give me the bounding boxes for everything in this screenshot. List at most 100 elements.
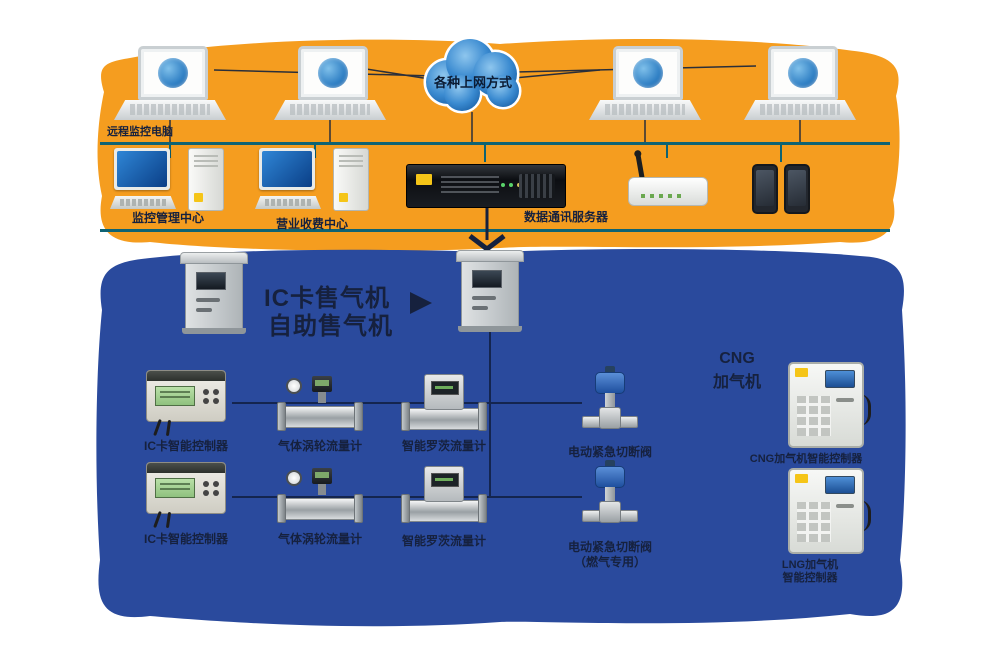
- card-vending-kiosk-1: [180, 252, 248, 334]
- flange: [277, 402, 286, 431]
- laptop-keyboard: [744, 100, 856, 120]
- globe-icon: [158, 58, 188, 88]
- smartphone: [752, 164, 778, 214]
- kiosk-body: [185, 263, 243, 329]
- card-slot: [836, 504, 854, 508]
- down-arrow: [468, 234, 506, 253]
- row1-label-4: 电动紧急切断阀: [567, 445, 653, 459]
- controller-body: [146, 462, 226, 514]
- monitor: [259, 148, 315, 190]
- workstation-1: [110, 148, 230, 212]
- smartphones: [752, 164, 810, 216]
- row2-label-4b: （燃气专用）: [573, 555, 647, 569]
- buttons: [203, 481, 209, 487]
- card-slot: [472, 306, 488, 310]
- hose: [854, 500, 871, 532]
- server-rack: [406, 164, 566, 208]
- monitor: [114, 148, 170, 190]
- globe-icon: [318, 58, 348, 88]
- roots-flow-meter-row2: [401, 466, 487, 524]
- globe-icon: [788, 58, 818, 88]
- laptop-1: [114, 46, 226, 120]
- dispenser-controller-cabinet-1: [788, 362, 871, 448]
- lcd-display: [155, 478, 195, 498]
- meter-body: [424, 374, 464, 410]
- meter-display: [312, 468, 332, 484]
- meter-display: [312, 376, 332, 392]
- shutoff-valve-row1: [582, 366, 638, 442]
- flange: [354, 402, 363, 431]
- brand-badge: [416, 174, 432, 185]
- brand-badge: [795, 474, 808, 483]
- meter-stem: [318, 483, 326, 495]
- pressure-gauge: [286, 378, 302, 394]
- controller-body: [146, 370, 226, 422]
- flange: [478, 494, 487, 523]
- ic-card-controller-row1: [140, 370, 232, 437]
- card-slot: [196, 308, 212, 312]
- workstation2-label: 营业收费中心: [275, 217, 349, 231]
- workstation-2: [255, 148, 375, 212]
- buttons: [203, 389, 209, 395]
- meter-pipe: [278, 498, 362, 520]
- kiosk-screen: [196, 272, 226, 290]
- meter-pipe: [278, 406, 362, 428]
- cable: [165, 419, 172, 437]
- server-label: 数据通讯服务器: [523, 210, 609, 224]
- right-header-line1: CNG: [719, 350, 755, 367]
- laptop-3: [589, 46, 701, 120]
- vent-grille: [519, 174, 555, 198]
- wireless-router: [628, 151, 708, 210]
- cabinet-screen: [825, 370, 855, 388]
- kiosk-base: [458, 326, 522, 332]
- row2-label-4: 电动紧急切断阀: [567, 540, 653, 554]
- row1-label-3: 智能罗茨流量计: [401, 439, 487, 453]
- meter-body: [424, 466, 464, 502]
- laptop-screen: [768, 46, 838, 100]
- brand-badge: [795, 368, 808, 377]
- flange: [401, 402, 410, 431]
- cable: [165, 511, 172, 529]
- controller-top-band: [147, 371, 225, 381]
- turbine-flow-meter-row1: [277, 376, 363, 432]
- bus-line-bottom: [100, 229, 890, 232]
- card-slot: [836, 398, 854, 402]
- kiosk-screen: [472, 270, 502, 288]
- lcd-display: [155, 386, 195, 406]
- monitor-screen: [117, 151, 167, 187]
- keypad: [797, 396, 831, 436]
- laptop-screen: [138, 46, 208, 100]
- ic-card-controller-row2: [140, 462, 232, 529]
- bus-drops: [169, 145, 782, 162]
- pc-tower: [188, 148, 224, 211]
- led-indicators: [501, 183, 505, 187]
- meter-display: [431, 473, 459, 487]
- kiosk-title-line2: 自助售气机: [268, 313, 393, 340]
- laptop-keyboard: [274, 100, 386, 120]
- cloud-shape: [423, 36, 522, 114]
- pc-tower: [333, 148, 369, 211]
- card-slot: [196, 298, 220, 302]
- flange: [478, 402, 487, 431]
- valve-cap: [605, 460, 615, 468]
- meter-stem: [318, 391, 326, 403]
- turbine-flow-meter-row2: [277, 468, 363, 524]
- valve-actuator: [595, 466, 625, 488]
- hose: [854, 394, 871, 426]
- kiosk-title-line1: IC卡售气机: [264, 285, 390, 312]
- meter-pipe: [402, 500, 486, 522]
- keyboard: [255, 196, 321, 209]
- controller-top-band: [147, 463, 225, 473]
- laptop-keyboard: [114, 100, 226, 120]
- flange: [277, 494, 286, 523]
- dispenser-controller-cabinet-2: [788, 468, 871, 554]
- kiosk-body: [461, 261, 519, 327]
- roots-flow-meter-row1: [401, 374, 487, 432]
- meter-display: [431, 381, 459, 395]
- keypad: [797, 502, 831, 542]
- valve-stem: [605, 393, 615, 409]
- blue-band: [96, 249, 906, 627]
- row2-label-2: 气体涡轮流量计: [277, 532, 363, 546]
- flange: [354, 494, 363, 523]
